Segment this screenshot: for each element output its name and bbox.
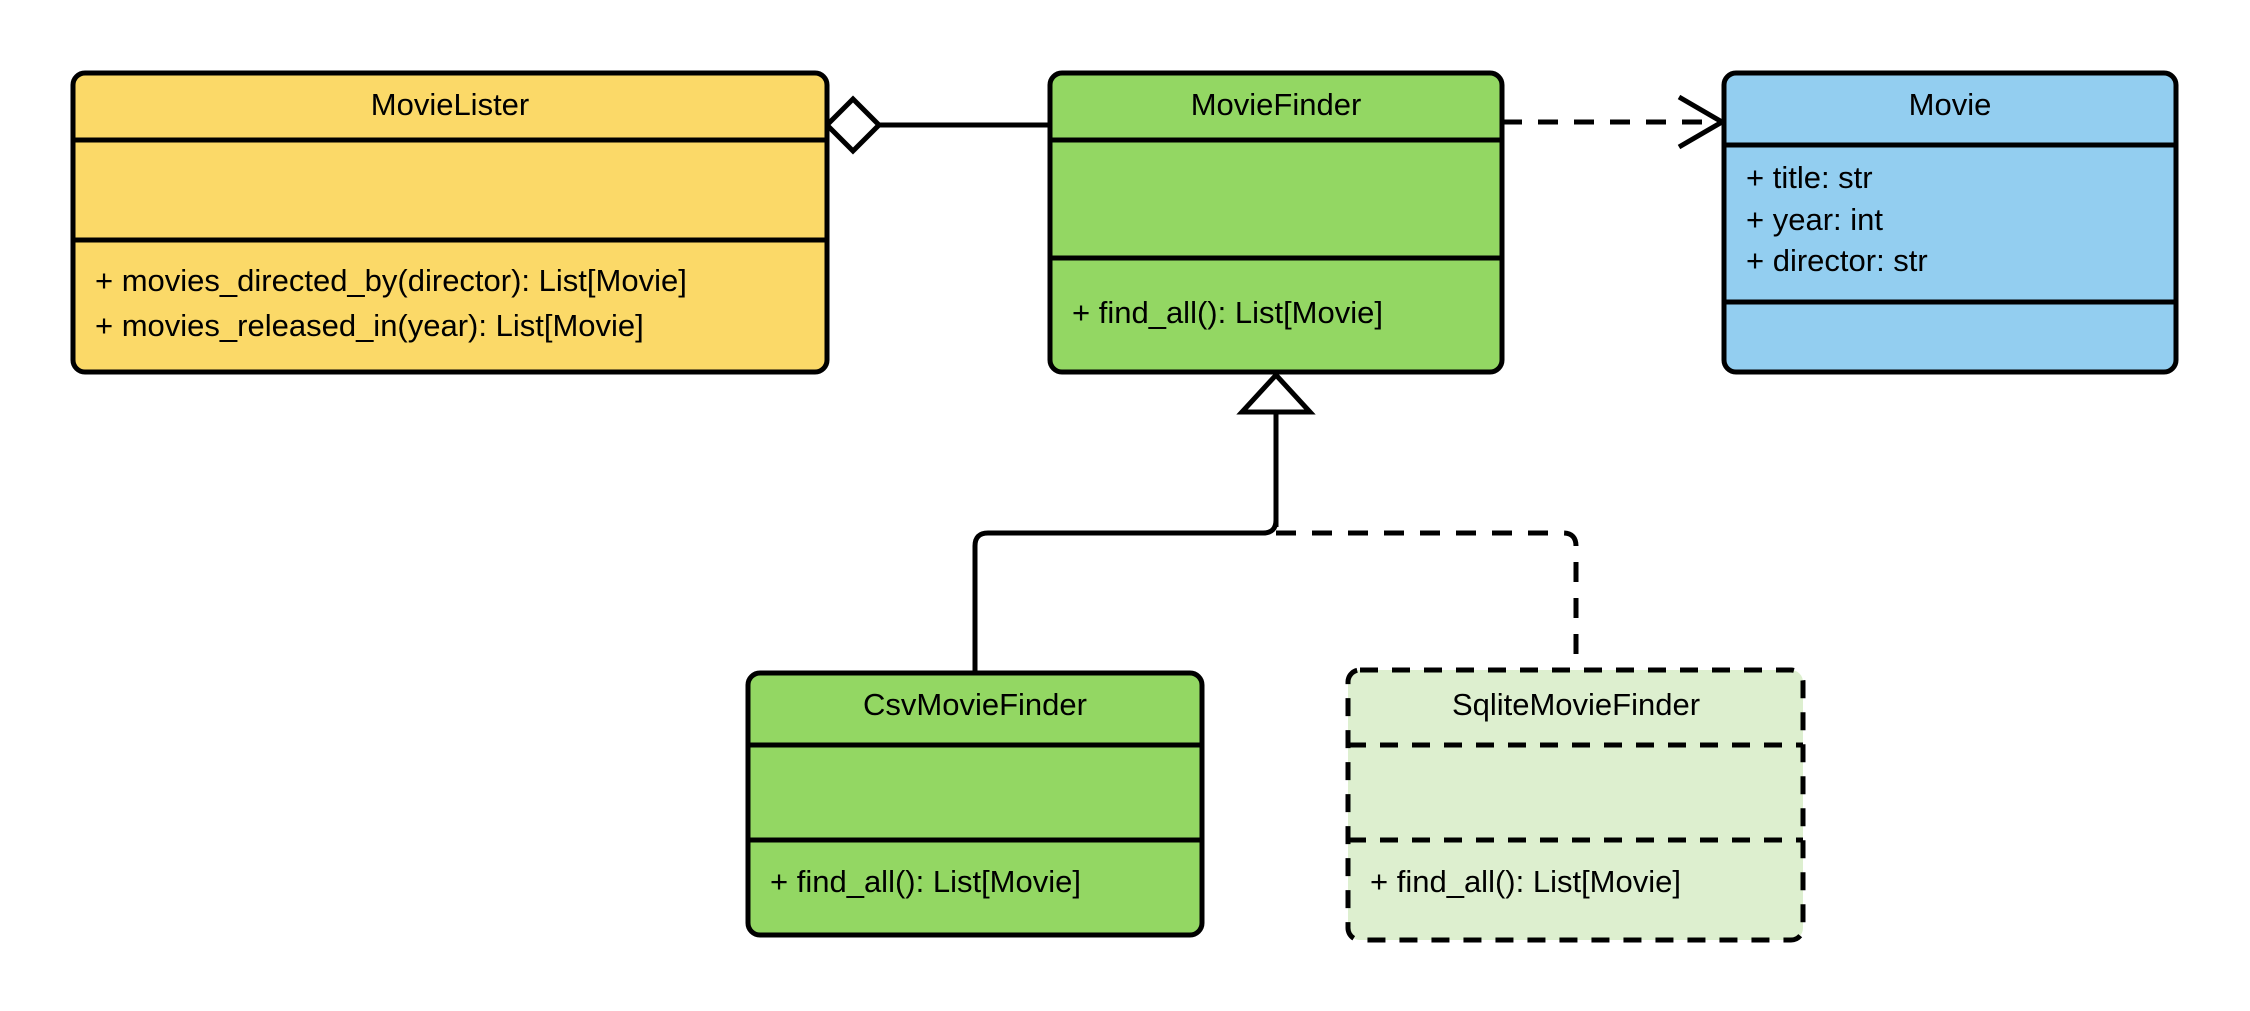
class-box-csv-movie-finder[interactable]: CsvMovieFinder + find_all(): List[Movie] (745, 670, 1205, 938)
movie-attribute-1: + title: str (1746, 160, 1873, 195)
sqlite-movie-finder-fill (1348, 670, 1803, 940)
movie-attribute-2: + year: int (1746, 202, 1883, 237)
csv-movie-finder-method-1: + find_all(): List[Movie] (770, 864, 1081, 899)
class-box-sqlite-movie-finder[interactable]: SqliteMovieFinder + find_all(): List[Mov… (1345, 667, 1806, 943)
movie-attribute-3: + director: str (1746, 243, 1928, 278)
class-box-movie[interactable]: Movie + title: str + year: int + directo… (1721, 70, 2179, 375)
movie-lister-body (70, 70, 830, 375)
sqlite-realization-path (1276, 530, 1579, 670)
edge-dependency-finder-movie[interactable] (1502, 94, 1727, 150)
edge-aggregation-lister-finder[interactable] (823, 95, 1050, 155)
edge-realization-sqlite[interactable] (1276, 530, 1579, 670)
movie-finder-title: MovieFinder (1191, 87, 1362, 122)
csv-generalization-path (972, 519, 1279, 673)
hollow-diamond-icon (823, 95, 883, 155)
class-box-movie-lister[interactable]: MovieLister + movies_directed_by(directo… (70, 70, 830, 375)
sqlite-movie-finder-body (1345, 667, 1806, 943)
edge-generalization-trunk[interactable] (1236, 371, 1316, 527)
movie-finder-body (1047, 70, 1505, 375)
movie-lister-title: MovieLister (371, 87, 530, 122)
csv-movie-finder-title: CsvMovieFinder (863, 687, 1087, 722)
movie-title: Movie (1909, 87, 1992, 122)
movie-lister-method-2: + movies_released_in(year): List[Movie] (95, 308, 644, 343)
sqlite-movie-finder-title: SqliteMovieFinder (1452, 687, 1700, 722)
movie-body (1721, 70, 2179, 375)
hollow-triangle-icon (1236, 371, 1316, 415)
edge-generalization-csv[interactable] (972, 519, 1279, 673)
sqlite-movie-finder-method-1: + find_all(): List[Movie] (1370, 864, 1681, 899)
movie-finder-method-1: + find_all(): List[Movie] (1072, 295, 1383, 330)
class-box-movie-finder[interactable]: MovieFinder + find_all(): List[Movie] (1047, 70, 1505, 375)
movie-lister-method-1: + movies_directed_by(director): List[Mov… (95, 263, 687, 298)
csv-movie-finder-body (745, 670, 1205, 938)
